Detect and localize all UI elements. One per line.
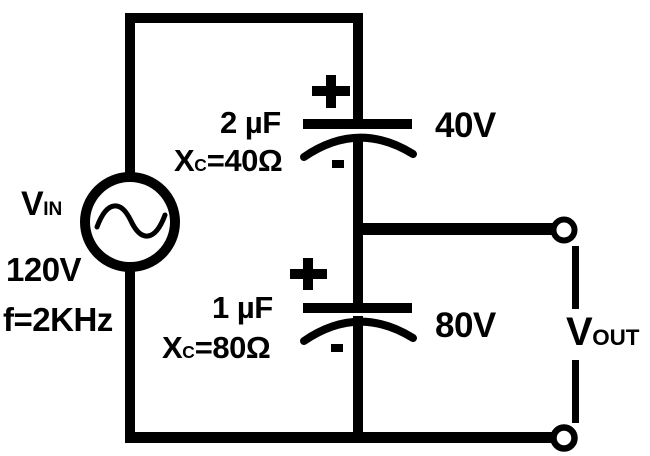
c2-plus-polarity-icon bbox=[290, 258, 327, 290]
output-name-subscript: OUT bbox=[592, 325, 640, 350]
vout-wire-upper bbox=[572, 246, 579, 309]
source-name-subscript: IN bbox=[43, 199, 63, 220]
c1-plus-polarity-icon bbox=[312, 75, 350, 108]
c1-reactance-value: =40Ω bbox=[206, 143, 283, 178]
source-branch-wire-lower bbox=[125, 268, 135, 443]
c1-minus-polarity-icon bbox=[332, 160, 344, 168]
c1-reactance-symbol: X bbox=[174, 143, 195, 178]
bottom-wire bbox=[125, 432, 553, 443]
c2-reactance-subscript: C bbox=[182, 342, 195, 362]
top-wire bbox=[125, 13, 363, 23]
capacitor-c2-reactance-label: XC=80Ω bbox=[162, 330, 271, 365]
vout-wire-lower bbox=[572, 360, 579, 423]
c2-reactance-value: =80Ω bbox=[194, 330, 271, 365]
c2-reactance-symbol: X bbox=[162, 330, 183, 365]
output-name-label: VOUT bbox=[566, 312, 639, 352]
c1-reactance-subscript: C bbox=[194, 155, 207, 175]
output-tap-wire bbox=[353, 223, 557, 235]
capacitor-branch-wire-lower bbox=[353, 316, 363, 443]
source-name-main: V bbox=[21, 185, 44, 223]
sine-wave-icon bbox=[94, 203, 168, 239]
capacitor-branch-wire-upper bbox=[353, 13, 363, 121]
source-name-label: VIN bbox=[21, 187, 62, 221]
source-frequency-label: f=2KHz bbox=[3, 301, 113, 338]
capacitor-c2-voltage-label: 80V bbox=[435, 306, 496, 345]
output-terminal-top bbox=[550, 216, 578, 244]
capacitor-c2-curved-plate bbox=[300, 317, 417, 345]
capacitor-c1-voltage-label: 40V bbox=[435, 106, 496, 145]
capacitor-c2-value-label: 1 µF bbox=[212, 290, 273, 325]
capacitor-c1-top-plate bbox=[303, 119, 412, 129]
output-terminal-bottom bbox=[550, 424, 578, 452]
output-name-main: V bbox=[566, 310, 593, 354]
capacitor-c1-value-label: 2 µF bbox=[220, 105, 281, 140]
capacitor-branch-wire-middle bbox=[353, 136, 363, 306]
source-voltage-label: 120V bbox=[6, 251, 82, 288]
c2-minus-polarity-icon bbox=[331, 344, 343, 352]
source-branch-wire-upper bbox=[125, 13, 135, 177]
capacitor-c1-reactance-label: XC=40Ω bbox=[174, 143, 283, 178]
capacitor-c1-curved-plate bbox=[300, 133, 417, 161]
capacitor-c2-top-plate bbox=[303, 303, 412, 313]
